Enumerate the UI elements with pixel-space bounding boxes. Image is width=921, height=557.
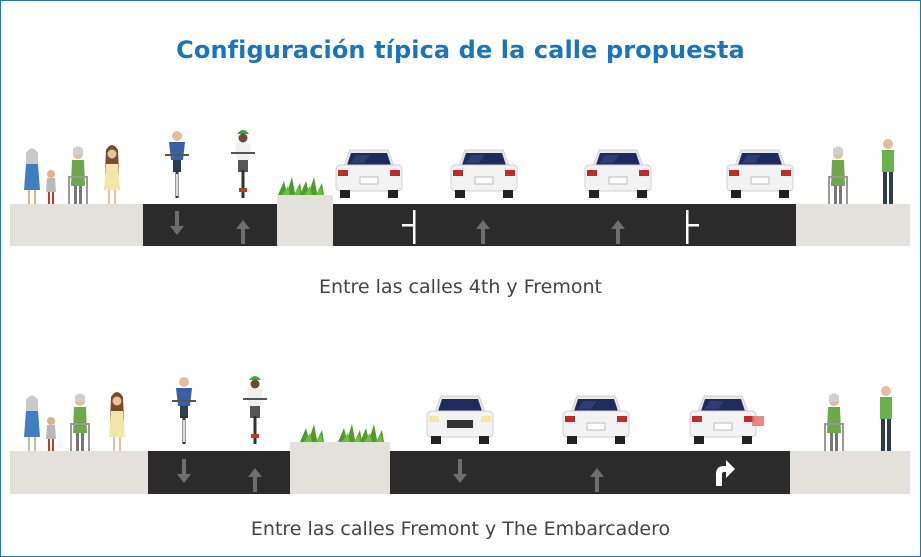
car-icon [584, 149, 652, 199]
car-icon [450, 149, 518, 199]
planter-median [277, 195, 333, 246]
pedestrian-icon [109, 392, 125, 451]
car-icon [335, 149, 403, 199]
car-icon [426, 395, 494, 445]
cyclist-icon [165, 131, 189, 198]
cyclist-icon [172, 377, 196, 444]
sidewalk-left [10, 204, 143, 246]
sidewalk-left [10, 451, 148, 494]
plant-icon [300, 424, 384, 442]
sidewalk-right [790, 451, 910, 494]
car-icon [562, 395, 630, 445]
pedestrian-icon [104, 145, 120, 204]
bike-lane [143, 204, 277, 246]
pedestrian-walker-icon [828, 146, 848, 204]
cyclist-icon [231, 130, 255, 198]
pedestrian-walker-icon [824, 393, 844, 451]
diagram-title: Configuración típica de la calle propues… [176, 36, 745, 64]
cyclist-icon [243, 376, 267, 444]
section-2-cross-section [10, 376, 910, 494]
planter-median [290, 442, 390, 494]
bike-lane [148, 451, 290, 494]
child-pedestrian-icon [46, 170, 56, 204]
sidewalk-right [796, 204, 910, 246]
pedestrian-icon [24, 395, 40, 451]
turn-signal [752, 416, 764, 426]
section-2-caption: Entre las calles Fremont y The Embarcade… [250, 518, 671, 540]
pedestrian-icon [24, 148, 40, 204]
child-pedestrian-icon [46, 417, 56, 451]
pedestrian-icon [880, 386, 892, 451]
lane-marking [402, 210, 699, 244]
section-1-cross-section [10, 130, 910, 246]
pedestrian-walker-icon [68, 146, 88, 204]
car-icon [726, 149, 794, 199]
section-1-caption: Entre las calles 4th y Fremont [319, 276, 602, 298]
plant-icon [278, 177, 324, 195]
pedestrian-icon [882, 139, 894, 204]
pedestrian-walker-icon [70, 393, 90, 451]
car-icon [689, 395, 757, 445]
travel-lanes [390, 451, 790, 494]
